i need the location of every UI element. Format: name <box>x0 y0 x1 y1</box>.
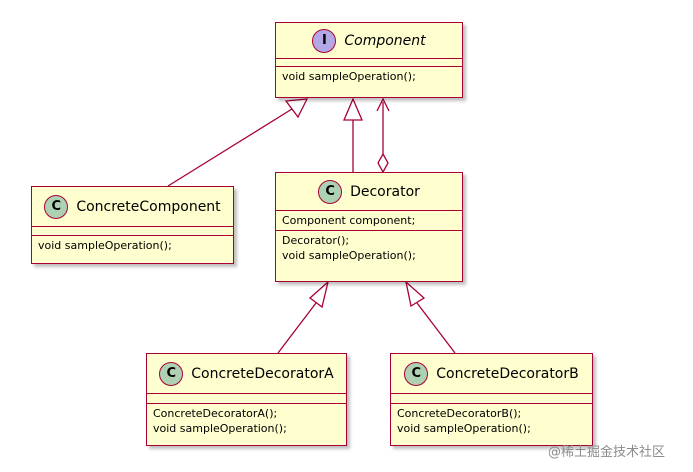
methods-section: void sampleOperation(); <box>32 236 233 255</box>
class-concrete-component: C ConcreteComponent void sampleOperation… <box>31 186 234 264</box>
relation-decorator-b-to-decorator <box>404 280 456 354</box>
methods-section: Decorator(); void sampleOperation(); <box>276 231 462 265</box>
methods-section: ConcreteDecoratorB(); void sampleOperati… <box>391 404 592 438</box>
methods-section: void sampleOperation(); <box>276 67 462 86</box>
fields-section <box>32 227 233 236</box>
relation-concrete-component-to-component <box>167 98 309 187</box>
relation-decorator-a-to-decorator <box>277 280 330 354</box>
method: ConcreteDecoratorB(); <box>397 407 522 420</box>
class-decorator: C Decorator Component component; Decorat… <box>275 172 463 282</box>
fields-section <box>391 394 592 404</box>
class-badge-icon: C <box>159 361 184 386</box>
class-name: Decorator <box>350 183 420 200</box>
class-name: ConcreteDecoratorA <box>191 365 334 382</box>
method: void sampleOperation(); <box>153 422 287 435</box>
class-header: C ConcreteComponent <box>32 187 233 227</box>
class-header: C Decorator <box>276 173 462 211</box>
fields-section: Component component; <box>276 211 462 231</box>
fields-section <box>276 59 462 67</box>
class-concrete-decorator-a: C ConcreteDecoratorA ConcreteDecoratorA(… <box>146 353 347 446</box>
class-header: C ConcreteDecoratorB <box>391 354 592 394</box>
class-header: I Component <box>276 23 462 59</box>
relation-decorator-aggregates-component <box>376 97 390 174</box>
method: void sampleOperation(); <box>282 70 416 83</box>
class-name: ConcreteDecoratorB <box>436 365 579 382</box>
method: void sampleOperation(); <box>397 422 531 435</box>
class-badge-icon: C <box>404 361 429 386</box>
method: ConcreteDecoratorA(); <box>153 407 278 420</box>
class-header: C ConcreteDecoratorA <box>147 354 346 394</box>
field: Component component; <box>282 214 416 227</box>
relation-decorator-to-component <box>343 97 363 172</box>
watermark: @稀土掘金技术社区 <box>548 445 666 460</box>
class-concrete-decorator-b: C ConcreteDecoratorB ConcreteDecoratorB(… <box>390 353 593 446</box>
methods-section: ConcreteDecoratorA(); void sampleOperati… <box>147 404 346 438</box>
method: Decorator(); <box>282 234 350 247</box>
fields-section <box>147 394 346 404</box>
method: void sampleOperation(); <box>38 239 172 252</box>
class-name: ConcreteComponent <box>76 198 221 215</box>
method: void sampleOperation(); <box>282 249 416 262</box>
class-name: Component <box>344 32 426 49</box>
class-badge-icon: C <box>44 194 69 219</box>
interface-badge-icon: I <box>312 28 337 53</box>
class-badge-icon: C <box>318 179 343 204</box>
interface-component: I Component void sampleOperation(); <box>275 22 463 98</box>
